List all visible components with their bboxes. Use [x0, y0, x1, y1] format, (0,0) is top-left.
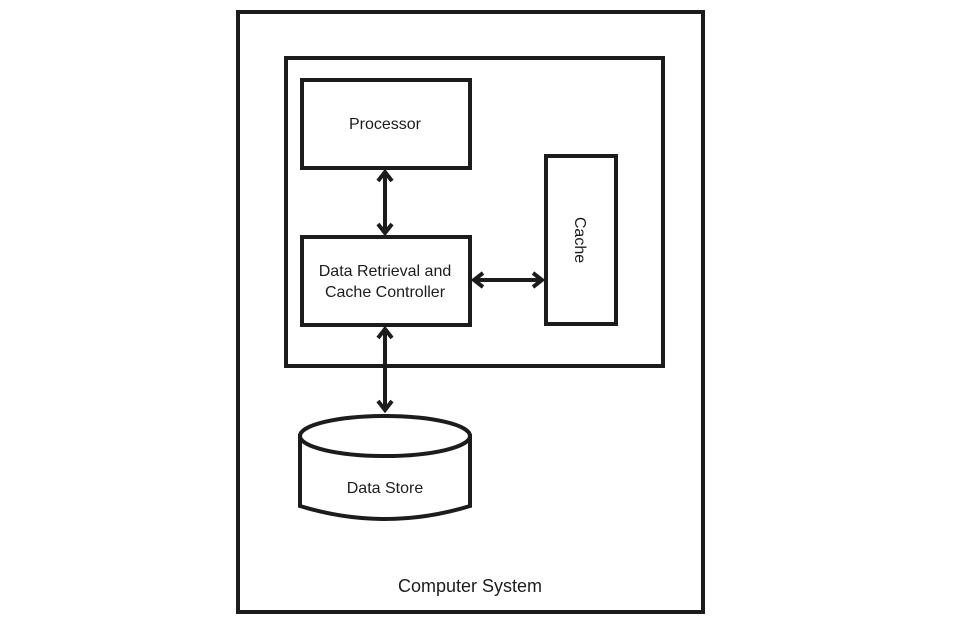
arrow-processor-controller: [376, 168, 394, 237]
arrow-controller-datastore: [376, 325, 394, 414]
processor-box: [300, 78, 472, 170]
controller-label-line1: Data Retrieval and: [319, 263, 452, 280]
cache-label: Cache: [571, 217, 588, 263]
arrowhead-up-icon: [376, 168, 394, 183]
data-store-body: [298, 434, 472, 521]
data-store-cylinder: [298, 414, 472, 521]
arrowhead-down-icon: [376, 222, 394, 237]
computer-system-label: Computer System: [398, 576, 542, 596]
processor-label: Processor: [349, 116, 422, 133]
controller-label-line2: Cache Controller: [325, 284, 446, 301]
arrowhead-left-icon: [470, 271, 485, 289]
arrowhead-down-icon: [376, 399, 394, 414]
data-store-label: Data Store: [347, 480, 424, 497]
arrowhead-up-icon: [376, 325, 394, 340]
arrowhead-right-icon: [531, 271, 546, 289]
data-store-top: [298, 414, 472, 458]
controller-box: [300, 235, 472, 327]
cache-box: [544, 154, 618, 326]
arrow-controller-cache: [470, 271, 546, 289]
